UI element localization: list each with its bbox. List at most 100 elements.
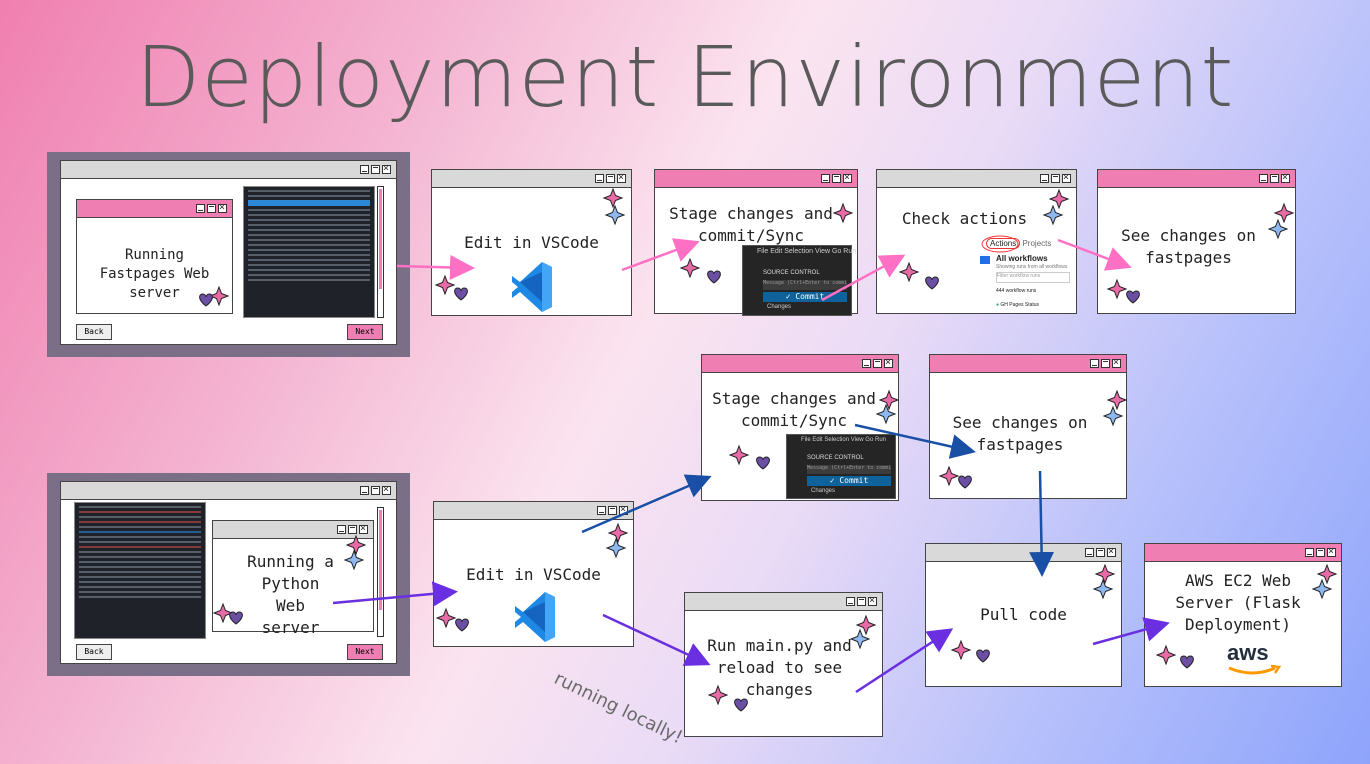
maximize-icon[interactable]	[371, 486, 380, 495]
menu-edit[interactable]: Edit	[770, 248, 783, 255]
maximize-icon[interactable]	[606, 174, 615, 183]
pages-status: ● GH Pages Status	[996, 302, 1040, 308]
menu-selection[interactable]: Selection	[824, 437, 850, 443]
commit-button[interactable]: ✓ Commit	[807, 476, 891, 486]
python-code-thumbnail	[74, 502, 206, 639]
close-icon[interactable]	[884, 356, 893, 370]
commit-message-input[interactable]: Message (Ctrl+Enter to commit on	[807, 465, 891, 474]
minimize-icon[interactable]	[360, 165, 369, 174]
workflows-sub: Showing runs from all workflows	[996, 264, 1068, 270]
aws-text: AWS EC2 Web Server (Flask Deployment)	[1175, 571, 1301, 634]
maximize-icon[interactable]	[371, 165, 380, 174]
see-changes-window: See changes on fastpages	[1097, 169, 1296, 314]
maximize-icon[interactable]	[1270, 174, 1279, 183]
maximize-icon[interactable]	[832, 174, 841, 183]
see-changes-text: See changes on fastpages	[1121, 226, 1256, 267]
back-button[interactable]: Back	[76, 644, 112, 660]
minimize-icon[interactable]	[597, 506, 606, 515]
close-icon[interactable]	[218, 201, 227, 215]
menu-view[interactable]: View	[850, 437, 864, 443]
close-icon[interactable]	[1112, 356, 1121, 370]
close-icon[interactable]	[868, 594, 877, 608]
changes-label: Changes	[811, 488, 836, 494]
fastpages-outer-window: Running Fastpages Web server Back Next	[60, 160, 397, 345]
maximize-icon[interactable]	[207, 204, 216, 213]
menu-edit[interactable]: Edit	[812, 437, 823, 443]
maximize-icon[interactable]	[1316, 548, 1325, 557]
stage-text: Stage changes and commit/Sync	[669, 204, 833, 245]
stage-text-2: Stage changes and commit/Sync	[712, 389, 876, 430]
maximize-icon[interactable]	[348, 525, 357, 534]
minimize-icon[interactable]	[1085, 548, 1094, 557]
menu-run[interactable]: Run	[874, 437, 886, 443]
maximize-icon[interactable]	[1051, 174, 1060, 183]
scrollbar[interactable]	[377, 186, 384, 318]
close-icon[interactable]	[843, 171, 852, 185]
next-button[interactable]: Next	[347, 324, 383, 340]
menu-file[interactable]: File	[801, 437, 811, 443]
maximize-icon[interactable]	[1096, 548, 1105, 557]
aws-window: AWS EC2 Web Server (Flask Deployment) aw…	[1144, 543, 1342, 687]
commit-button[interactable]: ✓ Commit	[763, 292, 847, 302]
menu-selection[interactable]: Selection	[784, 248, 814, 255]
maximize-icon[interactable]	[857, 597, 866, 606]
page-title: Deployment Environment	[135, 28, 1235, 126]
fastpages-text: Running Fastpages Web server	[99, 247, 210, 301]
source-control-heading: SOURCE CONTROL	[763, 270, 820, 276]
maximize-icon[interactable]	[1101, 359, 1110, 368]
source-control-heading: SOURCE CONTROL	[807, 455, 864, 461]
menu-go[interactable]: Go	[832, 248, 842, 255]
menu-view[interactable]: View	[815, 248, 831, 255]
minimize-icon[interactable]	[1305, 548, 1314, 557]
scrollbar[interactable]	[377, 507, 384, 637]
pull-code-text: Pull code	[980, 605, 1067, 624]
aws-logo-icon: aws	[1223, 640, 1289, 680]
run-main-text: Run main.py and reload to see changes	[707, 636, 852, 699]
minimize-icon[interactable]	[196, 204, 205, 213]
menu-file[interactable]: File	[757, 248, 769, 255]
menu-go[interactable]: Go	[865, 437, 874, 443]
close-icon[interactable]	[382, 162, 391, 176]
row2-blue-arrows	[581, 423, 1055, 577]
pull-code-window: Pull code	[925, 543, 1122, 687]
minimize-icon[interactable]	[360, 486, 369, 495]
maximize-icon[interactable]	[873, 359, 882, 368]
close-icon[interactable]	[1281, 171, 1290, 185]
vscode-logo-icon	[515, 592, 555, 642]
python-text: Running a Python Web server	[247, 552, 334, 637]
close-icon[interactable]	[1327, 545, 1336, 559]
filter-input[interactable]: Filter workflow runs	[996, 272, 1070, 283]
close-icon[interactable]	[1062, 171, 1071, 185]
check-actions-text: Check actions	[901, 209, 1028, 228]
actions-highlight	[981, 235, 1019, 253]
row2-purple-arrows	[332, 581, 1170, 694]
see-changes-text-2: See changes on fastpages	[952, 413, 1088, 454]
next-button[interactable]: Next	[347, 644, 383, 660]
maximize-icon[interactable]	[608, 506, 617, 515]
minimize-icon[interactable]	[1259, 174, 1268, 183]
actions-tab[interactable]: Actions	[986, 238, 1021, 249]
close-icon[interactable]	[382, 483, 391, 497]
projects-tab[interactable]: Projects	[1022, 239, 1052, 248]
close-icon[interactable]	[617, 171, 626, 185]
close-icon[interactable]	[1107, 545, 1116, 559]
minimize-icon[interactable]	[862, 359, 871, 368]
minimize-icon[interactable]	[1040, 174, 1049, 183]
source-control-mock: File Edit Selection View Go Run SOURCE C…	[742, 245, 856, 316]
menu-run[interactable]: Run	[843, 248, 857, 255]
github-actions-mock: Actions Projects All workflows Showing r…	[978, 236, 1074, 312]
minimize-icon[interactable]	[846, 597, 855, 606]
edit-vscode-text: Edit in VSCode	[464, 233, 599, 252]
back-button[interactable]: Back	[76, 324, 112, 340]
minimize-icon[interactable]	[1090, 359, 1099, 368]
run-main-window: Run main.py and reload to see changes	[684, 592, 883, 737]
sparkle-icon	[199, 188, 1337, 712]
runs-count: 444 workflow runs	[996, 288, 1037, 294]
minimize-icon[interactable]	[337, 525, 346, 534]
commit-message-input[interactable]: Message (Ctrl+Enter to commit on	[763, 280, 847, 290]
close-icon[interactable]	[359, 522, 368, 536]
vscode-thumbnail	[243, 186, 375, 318]
minimize-icon[interactable]	[821, 174, 830, 183]
minimize-icon[interactable]	[595, 174, 604, 183]
